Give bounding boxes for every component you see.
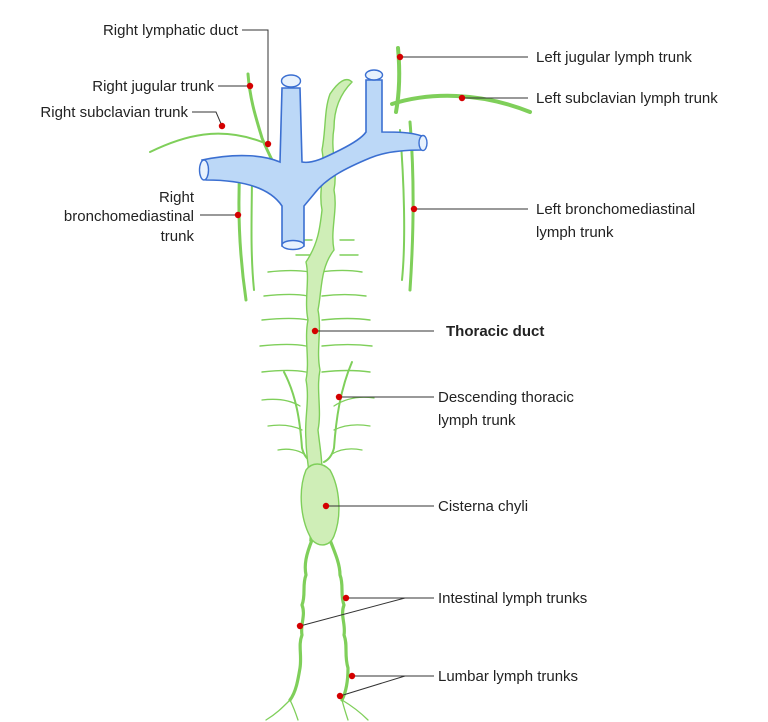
intercostal-branch: [261, 317, 309, 321]
intercostal-branch: [259, 343, 307, 347]
label-right-broncho-3: trunk: [161, 228, 195, 245]
intercostal-branch: [319, 269, 363, 273]
label-left-subclavian: Left subclavian lymph trunk: [536, 90, 718, 107]
left-subclavian-vessel: [390, 93, 532, 114]
marker-right-lymphatic-duct: [264, 140, 272, 148]
marker-left-subclavian: [458, 94, 466, 102]
label-intestinal-trunks: Intestinal lymph trunks: [438, 590, 587, 607]
cisterna-chyli-shape: [300, 463, 340, 546]
marker-descending: [335, 393, 343, 401]
label-descending-2: lymph trunk: [438, 412, 516, 429]
right-subclavian-vessel: [149, 132, 263, 153]
label-descending-1: Descending thoracic: [438, 389, 574, 406]
right-jugular-vein-end: [280, 74, 302, 88]
lumbar-tail: [341, 699, 369, 721]
leader-lines: [192, 29, 528, 697]
intercostal-branch: [321, 293, 367, 297]
marker-cisterna: [322, 502, 330, 510]
label-right-broncho-1: Right: [159, 189, 195, 206]
descending-branch: [333, 396, 375, 407]
intercostal-branch: [263, 293, 309, 297]
leader-right-subclavian: [192, 111, 223, 127]
label-thoracic-duct: Thoracic duct: [446, 323, 544, 340]
descending-branch: [331, 448, 363, 455]
right-bronchomediastinal-vessel: [237, 163, 248, 302]
descending-branch: [261, 398, 301, 407]
left-jugular-vein-end: [364, 69, 384, 81]
marker-lumbar-2: [336, 692, 344, 700]
intercostal-branch: [261, 369, 307, 373]
left-bronchomediastinal-vessel-2: [399, 129, 406, 281]
left-subclavian-vein-end: [418, 134, 428, 152]
marker-right-broncho: [234, 211, 242, 219]
descending-branch: [333, 424, 371, 431]
thoracic-duct: [300, 78, 353, 546]
intercostal-branch: [321, 343, 373, 347]
leader-right-lymphatic-duct: [242, 29, 269, 144]
intercostal-branch: [321, 317, 371, 321]
marker-right-jugular: [246, 82, 254, 90]
marker-left-jugular: [396, 53, 404, 61]
marker-intestinal-1: [342, 594, 350, 602]
left-jugular-vessel: [394, 46, 402, 114]
label-left-broncho-1: Left bronchomediastinal: [536, 201, 695, 218]
marker-right-subclavian: [218, 122, 226, 130]
lumbar-tail: [341, 699, 349, 721]
right-subclavian-vein-end: [198, 159, 210, 181]
descending-branch: [267, 424, 303, 431]
lumbar-trunk-left: [328, 538, 350, 702]
label-left-broncho-2: lymph trunk: [536, 224, 614, 241]
intercostal-branch: [267, 269, 311, 273]
markers: [218, 53, 466, 700]
lumbar-tail: [265, 699, 291, 721]
label-right-broncho-2: bronchomediastinal: [64, 208, 194, 225]
veins: [198, 69, 428, 251]
leader-lumbar: [339, 675, 406, 697]
right-jugular-vessel: [246, 72, 276, 166]
lymph-vessels: [149, 46, 532, 721]
label-right-subclavian-trunk: Right subclavian trunk: [40, 104, 188, 121]
brachiocephalic-veins: [201, 79, 423, 247]
right-bronchomediastinal-vessel-2: [250, 169, 255, 291]
superior-vena-cava-end: [281, 239, 305, 251]
descending-branch: [277, 448, 305, 455]
marker-left-broncho: [410, 205, 418, 213]
lumbar-tail: [289, 699, 299, 721]
labels: Right lymphatic duct Right jugular trunk…: [40, 22, 718, 685]
intercostal-branch: [321, 369, 371, 373]
label-left-jugular: Left jugular lymph trunk: [536, 49, 692, 66]
label-cisterna-chyli: Cisterna chyli: [438, 498, 528, 515]
label-right-lymphatic-duct: Right lymphatic duct: [103, 22, 239, 39]
marker-thoracic-duct: [311, 327, 319, 335]
label-lumbar-trunks: Lumbar lymph trunks: [438, 668, 578, 685]
label-right-jugular-trunk: Right jugular trunk: [92, 78, 214, 95]
lumbar-trunk-right: [288, 538, 314, 702]
marker-lumbar-1: [348, 672, 356, 680]
descending-trunk-left: [323, 361, 353, 463]
marker-intestinal-2: [296, 622, 304, 630]
leader-intestinal: [299, 597, 406, 627]
